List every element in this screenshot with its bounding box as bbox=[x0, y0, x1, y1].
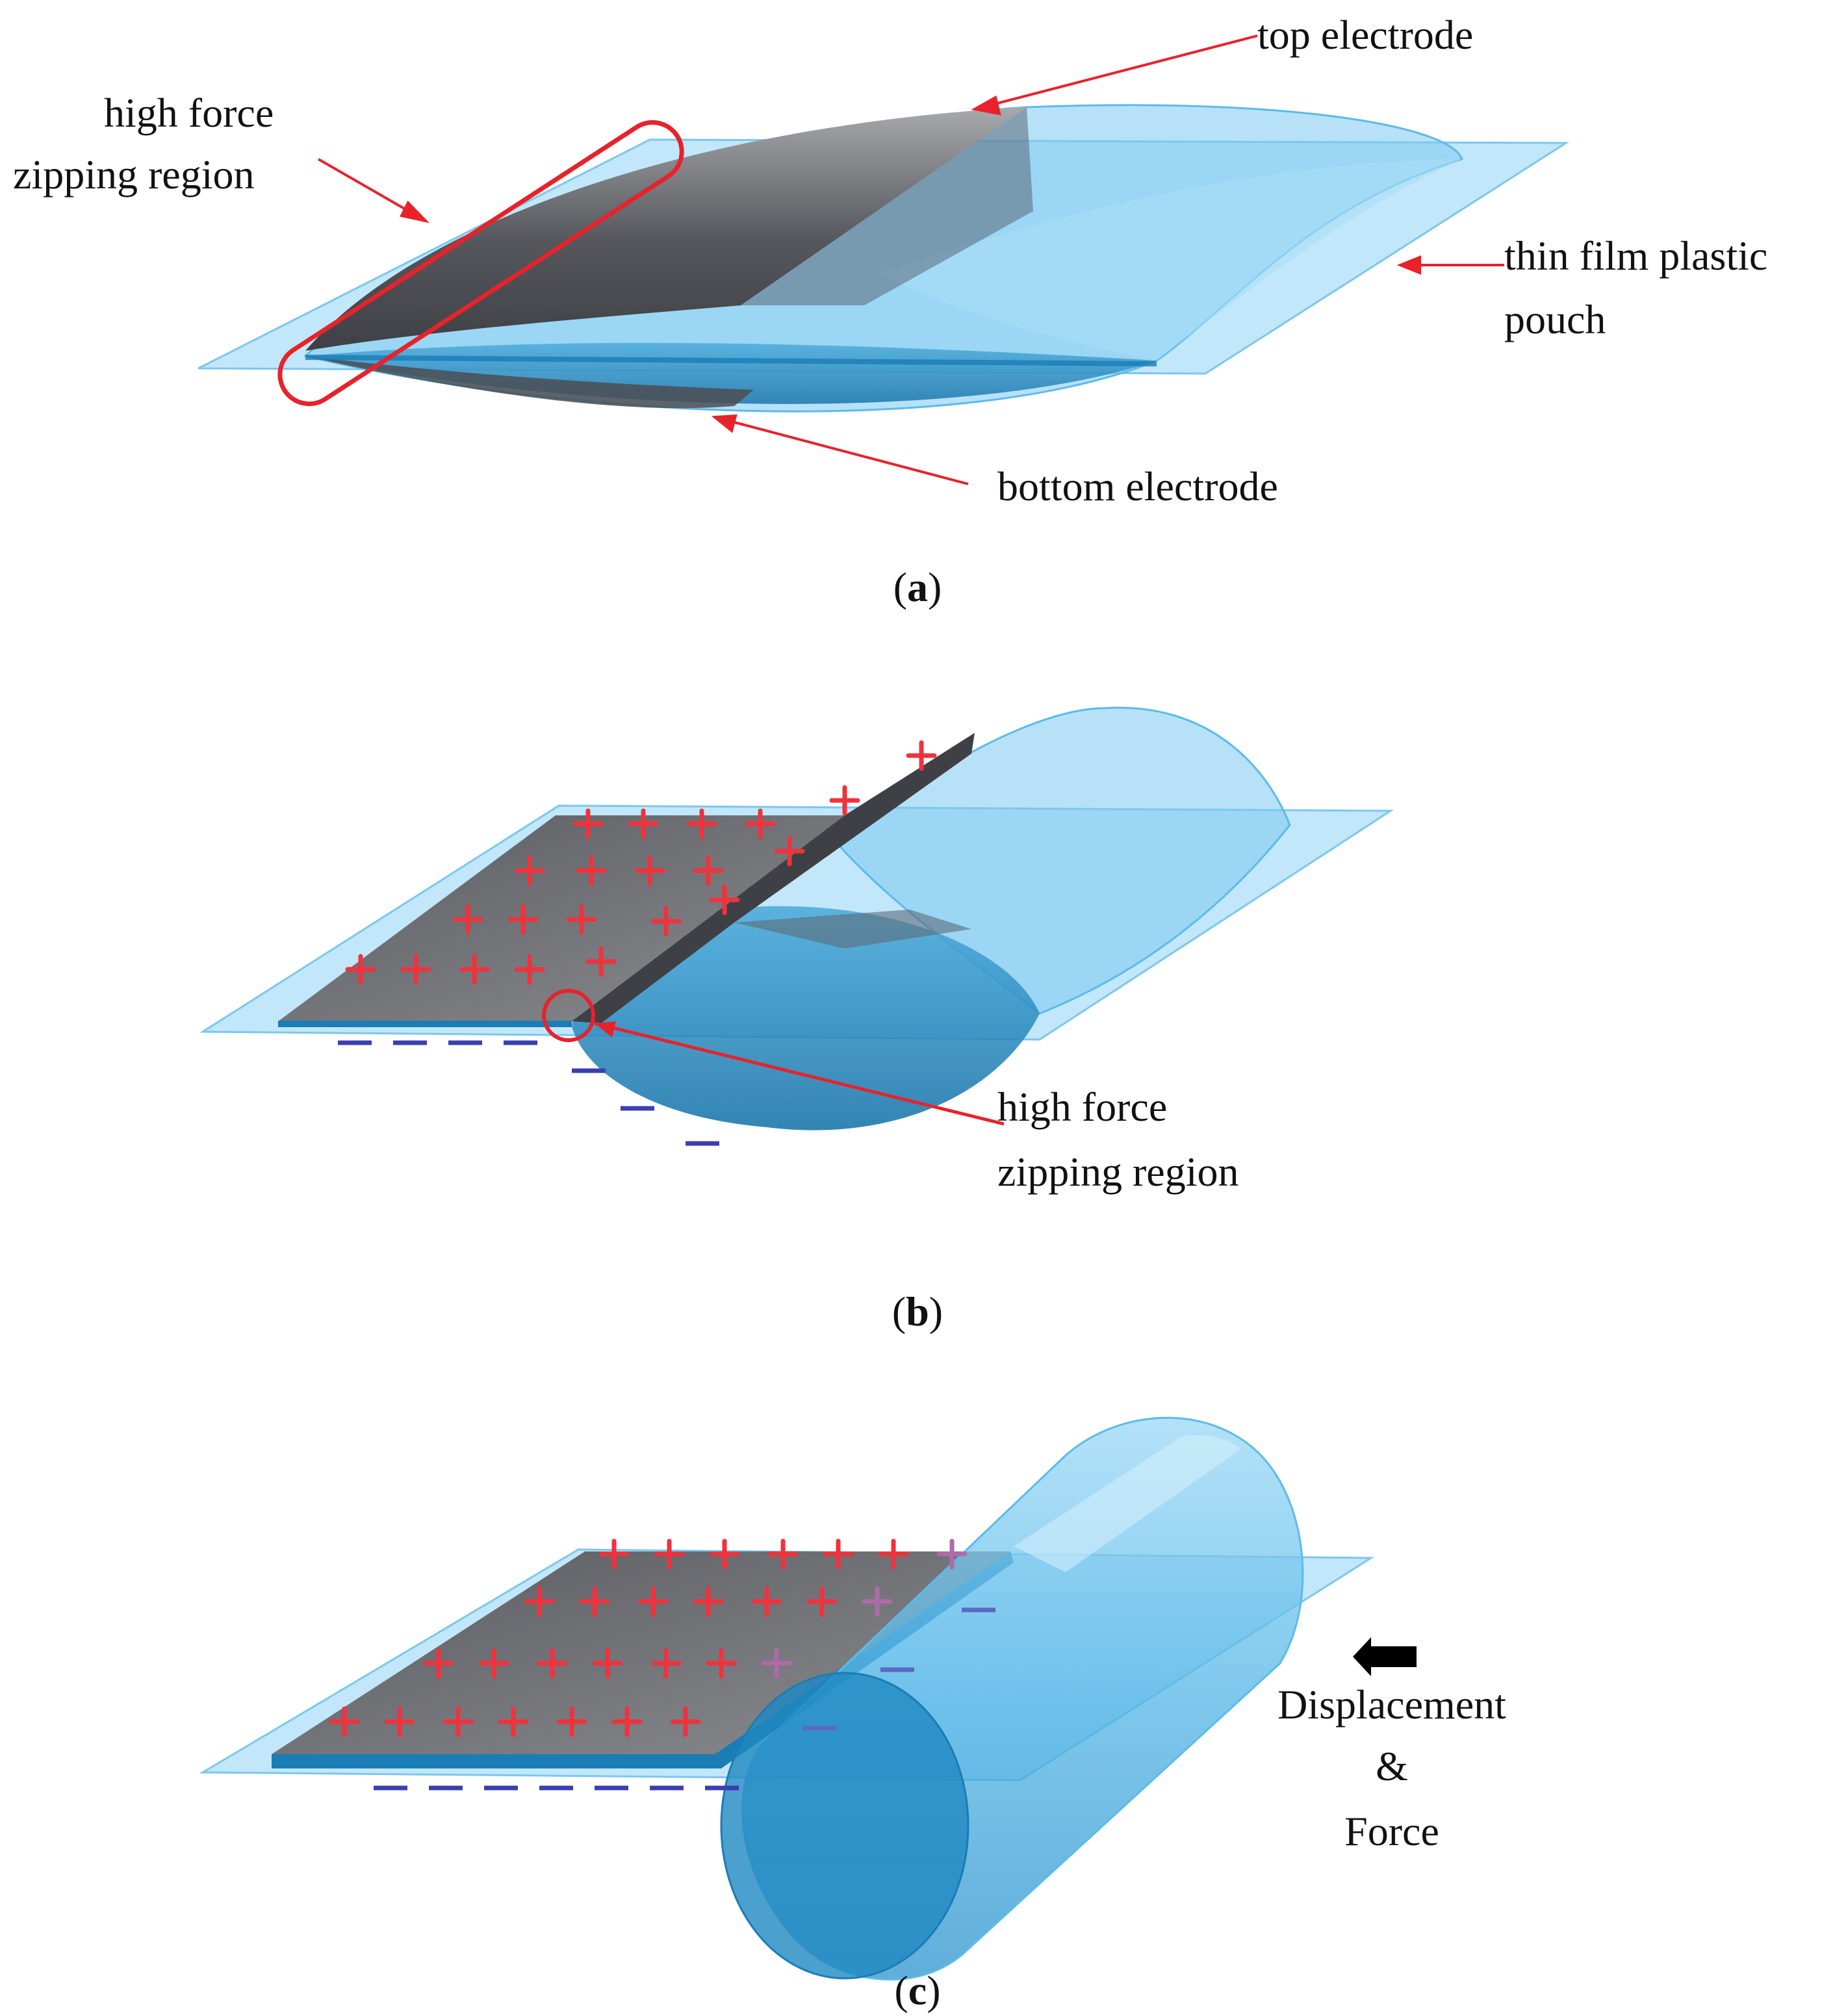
plus-sign-icon bbox=[345, 954, 376, 985]
plus-sign-icon bbox=[524, 1586, 555, 1617]
label-high-force-b-line1: high force bbox=[997, 1084, 1167, 1130]
plus-sign-icon bbox=[423, 1648, 454, 1679]
plus-sign-icon bbox=[400, 954, 431, 985]
panel-b: high force zipping region (b) bbox=[199, 706, 1394, 1334]
plus-sign-icon bbox=[670, 1706, 701, 1737]
plus-sign-icon bbox=[579, 1586, 610, 1617]
arrow-left-icon bbox=[1353, 1637, 1417, 1676]
negative-charges-b bbox=[338, 1040, 719, 1146]
caption-a: (a) bbox=[893, 564, 942, 610]
panel-a: high force zipping region top electrode … bbox=[13, 12, 1767, 610]
plus-sign-icon bbox=[566, 904, 597, 935]
plus-sign-icon bbox=[572, 808, 604, 839]
annotation-arrows-a bbox=[318, 34, 1504, 485]
caption-c: (c) bbox=[894, 1967, 940, 2013]
label-ampersand: & bbox=[1376, 1743, 1408, 1789]
plus-sign-icon bbox=[329, 1706, 360, 1737]
plus-sign-icon bbox=[862, 1586, 893, 1617]
plus-sign-icon bbox=[452, 904, 483, 935]
plus-sign-icon bbox=[823, 1538, 854, 1570]
plus-sign-icon bbox=[693, 1586, 724, 1617]
label-pouch-line1: thin film plastic bbox=[1504, 233, 1767, 279]
annotation-b bbox=[542, 989, 1005, 1126]
plus-sign-icon bbox=[650, 906, 682, 937]
label-bottom-electrode: bottom electrode bbox=[997, 463, 1278, 509]
plus-sign-icon bbox=[585, 946, 617, 977]
plus-sign-icon bbox=[709, 884, 740, 915]
plus-sign-icon bbox=[751, 1586, 782, 1617]
plus-sign-icon bbox=[767, 1538, 799, 1570]
top-electrode-a-shadow bbox=[741, 107, 1033, 305]
plus-sign-icon bbox=[556, 1706, 587, 1737]
plus-sign-icon bbox=[507, 904, 539, 935]
plus-sign-icon bbox=[829, 785, 860, 816]
pouch-cylinder-end-cap bbox=[720, 1672, 969, 1980]
pouch-inner-surface bbox=[877, 159, 1462, 361]
top-electrode-peel-b bbox=[572, 733, 975, 1023]
top-electrode-flap-b bbox=[734, 910, 971, 949]
plus-sign-icon bbox=[514, 855, 545, 886]
plus-sign-icon bbox=[592, 1648, 623, 1679]
plus-sign-icon bbox=[761, 1648, 792, 1679]
label-high-force-a-line2: zipping region bbox=[13, 151, 254, 198]
plus-sign-icon bbox=[774, 836, 805, 867]
plus-sign-icon bbox=[611, 1706, 643, 1737]
plus-sign-icon bbox=[706, 1648, 737, 1679]
label-high-force-b-line2: zipping region bbox=[997, 1149, 1238, 1195]
pouch-film-edge bbox=[305, 355, 1157, 366]
plus-sign-icon bbox=[654, 1538, 685, 1570]
label-top-electrode: top electrode bbox=[1257, 12, 1473, 58]
plus-sign-icon bbox=[498, 1706, 529, 1737]
plus-sign-icon bbox=[709, 1538, 740, 1570]
zipping-region-outline-a bbox=[277, 120, 684, 407]
plus-sign-icon bbox=[806, 1586, 838, 1617]
plus-sign-icon bbox=[478, 1648, 509, 1679]
plus-sign-icon bbox=[443, 1706, 474, 1737]
plus-sign-icon bbox=[650, 1648, 682, 1679]
plus-sign-icon bbox=[906, 740, 937, 771]
plus-sign-icon bbox=[693, 855, 724, 886]
plus-sign-icon bbox=[598, 1538, 630, 1570]
plus-sign-icon bbox=[637, 1586, 669, 1617]
plus-sign-icon bbox=[878, 1538, 909, 1570]
label-force: Force bbox=[1344, 1808, 1439, 1854]
plus-sign-icon bbox=[459, 954, 490, 985]
positive-charges-b bbox=[345, 740, 937, 985]
plus-sign-icon bbox=[686, 808, 717, 839]
positive-charges-c bbox=[329, 1538, 968, 1737]
pouch-cylinder-highlight bbox=[1014, 1435, 1241, 1572]
label-displacement: Displacement bbox=[1277, 1681, 1506, 1728]
plus-sign-icon bbox=[514, 954, 545, 985]
plus-sign-icon bbox=[634, 855, 665, 886]
plus-sign-icon bbox=[936, 1538, 968, 1570]
plus-sign-icon bbox=[384, 1706, 415, 1737]
bottom-electrode-a bbox=[305, 356, 754, 409]
plus-sign-icon bbox=[628, 808, 659, 839]
plus-sign-icon bbox=[576, 855, 607, 886]
label-high-force-a-line1: high force bbox=[104, 90, 274, 136]
pouch-lower-bulge-b bbox=[572, 906, 1040, 1130]
caption-b: (b) bbox=[892, 1288, 943, 1334]
plus-sign-icon bbox=[537, 1648, 568, 1679]
negative-charges-c bbox=[374, 1607, 995, 1791]
plus-sign-icon bbox=[745, 808, 776, 839]
top-electrode-a bbox=[305, 107, 1027, 351]
panel-c: Displacement & Force (c) bbox=[199, 1416, 1506, 2013]
label-pouch-line2: pouch bbox=[1504, 296, 1606, 342]
